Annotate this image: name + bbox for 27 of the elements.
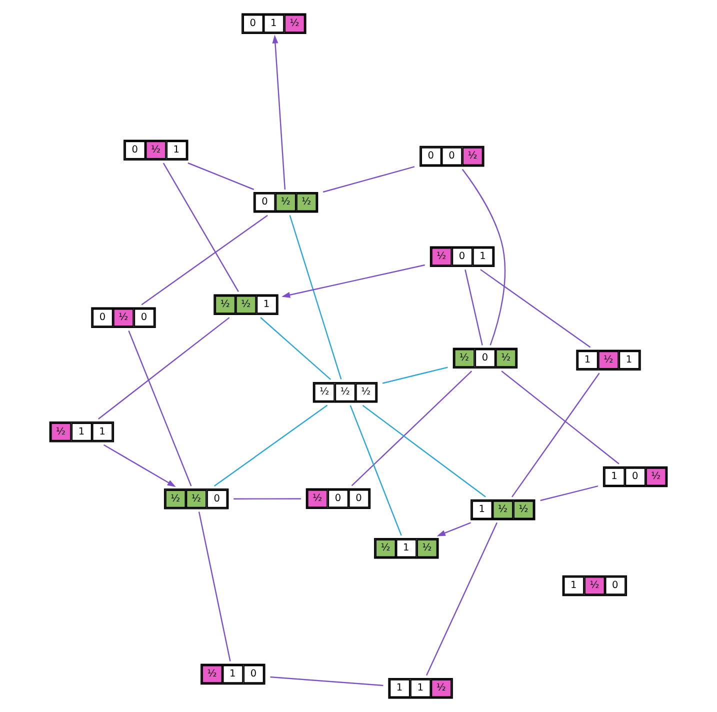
- connector: [350, 405, 402, 536]
- connector: [382, 366, 448, 384]
- connector: [426, 522, 498, 676]
- arrow: [272, 34, 286, 190]
- arrow: [282, 264, 425, 298]
- connector: [141, 214, 268, 306]
- connector: [214, 404, 328, 487]
- connector: [188, 162, 254, 190]
- connector: [540, 486, 598, 502]
- connector: [128, 330, 192, 486]
- connector: [162, 162, 239, 292]
- connector: [198, 512, 231, 662]
- arrow: [104, 444, 176, 487]
- connector: [362, 404, 486, 498]
- connector: [270, 676, 384, 686]
- connector: [234, 498, 301, 500]
- connector: [464, 269, 483, 346]
- arrow: [436, 522, 471, 536]
- connector: [351, 370, 472, 486]
- connector: [260, 317, 331, 380]
- connector: [511, 372, 600, 498]
- connector: [501, 370, 620, 464]
- connector: [462, 168, 506, 346]
- connector: [98, 317, 230, 420]
- connector: [322, 166, 415, 193]
- connector: [289, 215, 342, 380]
- connector: [480, 269, 591, 348]
